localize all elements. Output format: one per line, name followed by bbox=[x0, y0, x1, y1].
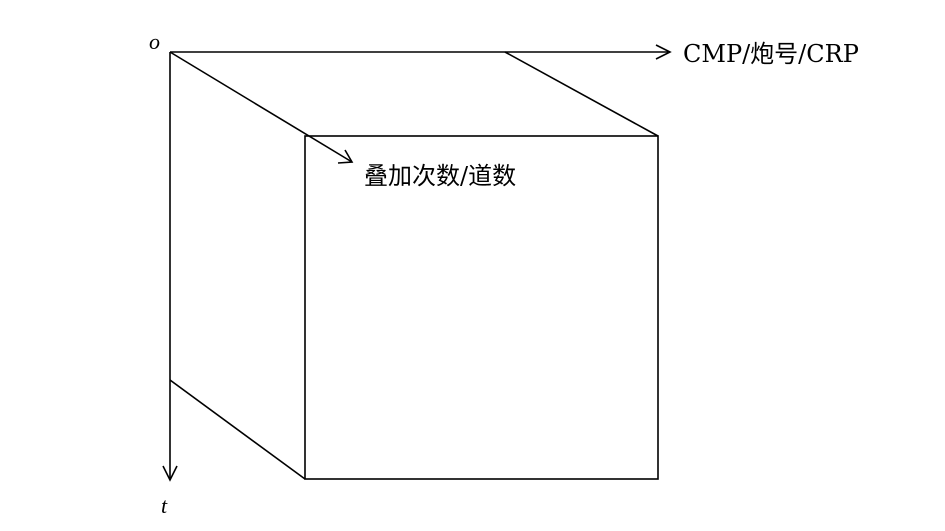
cube-front-face bbox=[304, 135, 659, 480]
x-axis-label: CMP/炮号/CRP bbox=[683, 40, 859, 68]
x-axis-arrowhead bbox=[655, 44, 672, 60]
t-axis-arrowhead bbox=[162, 465, 178, 482]
origin-label: o bbox=[149, 29, 160, 54]
cube-top-right-edge bbox=[504, 51, 659, 137]
cube-bottom-left-edge bbox=[169, 379, 306, 480]
depth-axis-line bbox=[169, 51, 353, 163]
depth-axis-label: 叠加次数/道数 bbox=[364, 162, 516, 190]
t-axis-label: t bbox=[161, 493, 168, 518]
depth-axis-arrowhead bbox=[337, 149, 354, 164]
